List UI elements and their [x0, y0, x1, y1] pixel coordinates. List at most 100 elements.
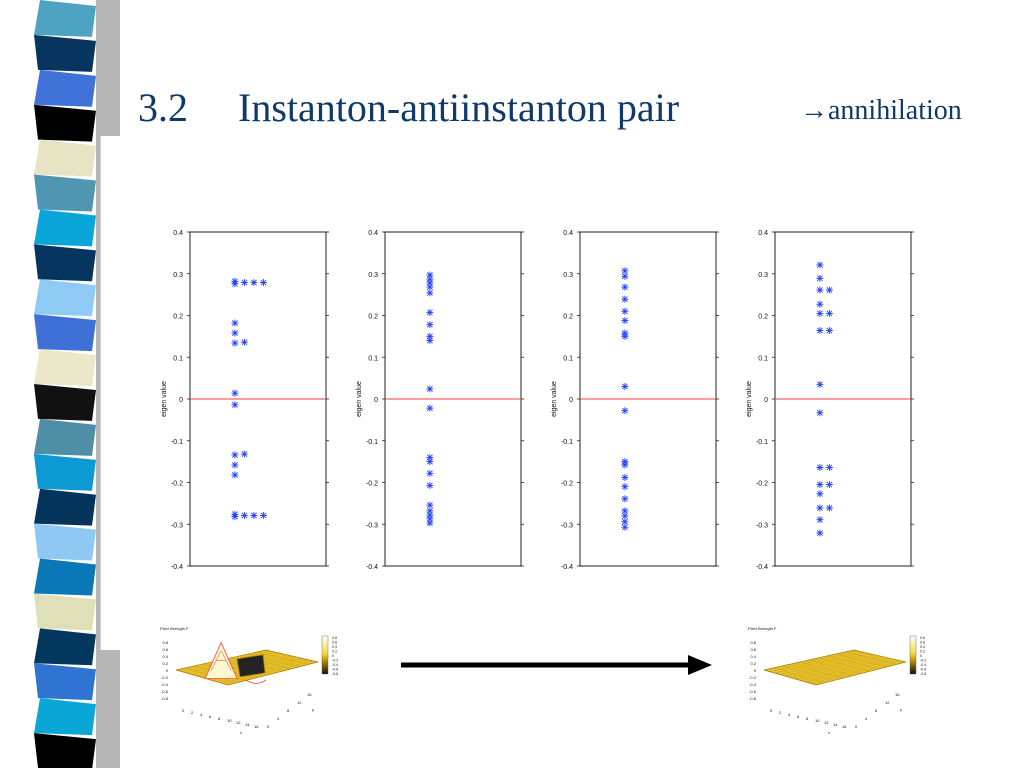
eigenvalue-point [816, 463, 824, 471]
surface-colorbar-tick: 0 [920, 654, 922, 658]
strip-band [34, 34, 96, 72]
surface-x-tick: 14 [833, 722, 838, 727]
eigenvalue-point [231, 471, 239, 479]
y-tick-label: 0.2 [173, 314, 183, 321]
y-tick-label: 0 [764, 397, 768, 404]
y-tick-label: 0.2 [563, 314, 573, 321]
surface-x-tick: 10 [227, 718, 232, 723]
surface-y-label: y [900, 707, 902, 712]
strip-band [34, 733, 96, 768]
eigenvalue-point [621, 523, 629, 531]
surface-z-tick: -0.6 [161, 689, 169, 694]
surface-x-tick: 6 [797, 714, 800, 719]
eigenvalue-point [426, 501, 434, 509]
surface-grid-line [256, 651, 310, 665]
surface-grid-line [222, 660, 313, 684]
eigenvalue-point [816, 481, 824, 489]
surface-z-tick: 0.4 [162, 654, 168, 659]
y-tick-label: -0.3 [561, 522, 573, 529]
strip-band [34, 663, 96, 701]
surface-x-tick: 12 [824, 720, 829, 725]
y-tick-label: 0.4 [758, 230, 768, 237]
eigenvalue-point [250, 511, 258, 519]
surface-colorbar-tick: 0.4 [332, 645, 337, 649]
y-tick-label: 0.2 [368, 314, 378, 321]
strip-band [34, 453, 96, 491]
surface-z-tick: 0 [754, 668, 757, 673]
surface-y-tick: 16 [895, 692, 900, 697]
surface-y-tick: 12 [885, 700, 890, 705]
y-tick-label: -0.1 [171, 439, 183, 446]
surface-colorbar-tick: 0.8 [332, 636, 337, 640]
surface-z-tick: 0.4 [750, 654, 756, 659]
eigenvalue-point [825, 309, 833, 317]
eigenvalue-point [231, 329, 239, 337]
surface-y-label: y [312, 707, 314, 712]
surface-grid-line [844, 651, 898, 665]
eigenvalue-point [426, 404, 434, 412]
surface-colorbar-tick: -0.2 [332, 659, 338, 663]
eigenvalue-point [621, 307, 629, 315]
surface-y-tick: 16 [307, 692, 312, 697]
eigenvalue-point [825, 504, 833, 512]
y-tick-label: 0.1 [368, 355, 378, 362]
eigenvalue-point [816, 274, 824, 282]
y-tick-label: -0.1 [366, 439, 378, 446]
strip-band [34, 488, 96, 526]
surface-z-tick: -0.2 [749, 675, 757, 680]
eigenvalue-point [816, 300, 824, 308]
eigenvalue-point [816, 286, 824, 294]
decorative-strip [34, 0, 120, 768]
y-tick-label: 0.3 [758, 272, 768, 279]
y-tick-label: 0.4 [368, 230, 378, 237]
surface-z-tick: 0.2 [162, 661, 168, 666]
surface-colorbar-tick: -0.4 [920, 663, 926, 667]
eigenvalue-point [426, 469, 434, 477]
y-axis-label: eigen value [161, 381, 168, 417]
annihilation-arrow [398, 650, 716, 680]
slide-title-text: Instanton-antiinstanton pair [238, 85, 680, 130]
surface-x-label: x [828, 730, 830, 735]
strip-band [34, 349, 96, 386]
y-tick-label: 0.1 [563, 355, 573, 362]
eigenvalue-point [426, 283, 434, 291]
eigenvalue-point [621, 461, 629, 469]
y-tick-label: 0 [179, 397, 183, 404]
surface-title: Field Strength F [748, 626, 777, 631]
eigenvalue-point [259, 279, 267, 287]
surface-x-tick: 6 [209, 714, 212, 719]
eigenvalue-point [816, 490, 824, 498]
eigenvalue-point [231, 451, 239, 459]
y-tick-label: -0.2 [171, 481, 183, 488]
surface-z-tick: 0.6 [750, 647, 756, 652]
y-tick-label: 0.1 [173, 355, 183, 362]
eigenvalue-point [816, 409, 824, 417]
surface-y-tick: 4 [865, 716, 868, 721]
y-tick-label: 0 [569, 397, 573, 404]
field-strength-surface-before-svg: Field Strength F0.80.60.40.20-0.2-0.4-0.… [160, 626, 338, 735]
eigenvalue-point [621, 407, 629, 415]
eigenvalue-point [825, 463, 833, 471]
strip-band [34, 69, 96, 107]
surface-z-tick: 0 [166, 668, 169, 673]
surface-colorbar-tick: -0.8 [332, 672, 338, 676]
eigenvalue-point [426, 519, 434, 527]
surface-z-tick: 0.6 [162, 647, 168, 652]
strip-band [34, 698, 96, 736]
arrow-head [688, 655, 712, 675]
y-axis-label: eigen value [356, 381, 363, 417]
eigenvalue-point [231, 319, 239, 327]
strip-band [34, 523, 96, 561]
eigenvalue-point [426, 321, 434, 329]
strip-band [34, 628, 96, 666]
strip-band [34, 244, 96, 282]
surface-z-tick: 0.8 [750, 640, 756, 645]
y-tick-label: -0.2 [561, 481, 573, 488]
arrow-icon [401, 655, 712, 675]
eigenvalue-point [816, 380, 824, 388]
